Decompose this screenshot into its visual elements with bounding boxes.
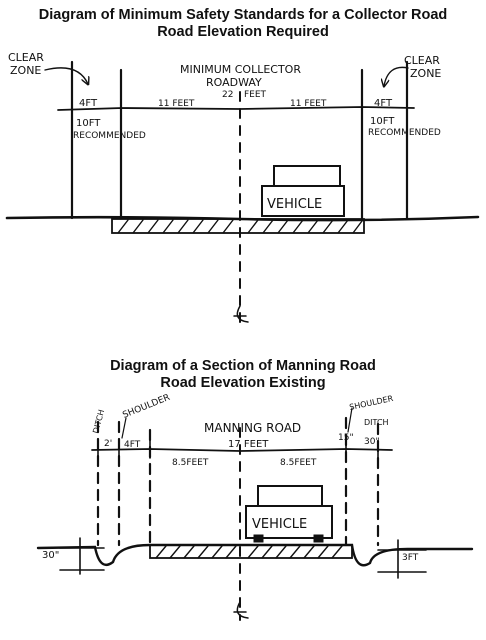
bottom-depth-right-marker	[377, 539, 427, 579]
top-road-hatching	[117, 219, 363, 234]
bottom-diagram	[36, 407, 474, 621]
bottom-ditch-width-right: 30"	[364, 437, 380, 447]
bottom-vehicle-wheel-left	[253, 534, 264, 543]
bottom-depth-right-label: 3FT	[402, 553, 419, 563]
top-roadway-label-2: ROADWAY	[206, 76, 262, 89]
bottom-vehicle-body	[245, 505, 333, 539]
bottom-shoulder-left-label: SHOULDER	[121, 393, 171, 421]
top-clear-zone-left-2: ZONE	[10, 64, 41, 77]
top-clear-zone-left-arrow	[44, 67, 88, 84]
top-roadway-width-num: 22	[222, 90, 233, 100]
top-rec-right-1: 10FT	[370, 116, 395, 127]
top-clear-zone-right-arrow	[384, 66, 409, 86]
bottom-vehicle-cabin	[257, 485, 323, 507]
bottom-shoulder-width-right: 15"	[338, 433, 354, 443]
bottom-road-width: 17 FEET	[228, 439, 269, 450]
bottom-depth-left-label: 30"	[42, 550, 59, 561]
bottom-title-line1: Diagram of a Section of Manning Road	[110, 358, 376, 374]
bottom-ditch-right-label: DITCH	[364, 418, 389, 427]
bottom-ditch-left-label: DITCH	[91, 408, 106, 434]
bottom-shoulder-width-left: 4FT	[124, 440, 141, 450]
top-vehicle-cabin	[273, 165, 341, 187]
bottom-shoulder-left-leader	[121, 417, 127, 439]
top-vehicle-body	[261, 185, 345, 217]
top-roadway-width-unit: FEET	[244, 90, 267, 100]
top-roadway-label-1: MINIMUM COLLECTOR	[180, 63, 301, 76]
top-zone-right: 4FT	[374, 98, 393, 109]
bottom-vehicle-label: VEHICLE	[252, 517, 307, 532]
top-rec-right-2: RECOMMENDED	[368, 128, 441, 138]
top-rec-left-2: RECOMMENDED	[73, 131, 146, 141]
bottom-diagram-title: Diagram of a Section of Manning Road Roa…	[0, 358, 486, 392]
bottom-road-hatching	[155, 545, 343, 559]
bottom-shoulder-right-label: SHOULDER	[349, 394, 395, 412]
top-labels: CLEAR ZONE CLEAR ZONE MINIMUM COLLECTOR …	[8, 51, 441, 212]
top-centerline-mark	[233, 305, 249, 323]
bottom-depth-left-marker	[59, 537, 105, 575]
top-title-line1: Diagram of Minimum Safety Standards for …	[38, 7, 448, 23]
top-zone-left: 4FT	[79, 98, 98, 109]
top-vehicle-label: VEHICLE	[267, 197, 322, 212]
bottom-lane-left: 8.5FEET	[172, 458, 209, 468]
top-rec-left-1: 10FT	[76, 118, 101, 129]
top-lane-left: 11 FEET	[158, 99, 195, 109]
bottom-road-name: MANNING ROAD	[204, 421, 301, 435]
bottom-title-line2: Road Elevation Existing	[160, 375, 326, 391]
top-clear-zone-left-1: CLEAR	[8, 51, 44, 64]
top-clear-zone-right-1: CLEAR	[404, 54, 440, 67]
top-diagram-title: Diagram of Minimum Safety Standards for …	[0, 7, 486, 41]
bottom-shoulder-right-leader	[347, 407, 353, 433]
top-road-base	[111, 218, 365, 234]
bottom-vehicle-wheel-right	[313, 534, 324, 543]
top-diagram	[5, 60, 480, 326]
bottom-centerline-mark	[233, 601, 249, 619]
top-clear-zone-right-2: ZONE	[410, 67, 441, 80]
bottom-lane-right: 8.5FEET	[280, 458, 317, 468]
top-lane-right: 11 FEET	[290, 99, 327, 109]
top-title-line2: Road Elevation Required	[157, 24, 329, 40]
bottom-ditch-width-left: 2'	[104, 439, 112, 449]
top-dimension-line	[57, 106, 415, 111]
bottom-road-base	[149, 544, 353, 559]
bottom-guide-lines	[96, 416, 380, 547]
